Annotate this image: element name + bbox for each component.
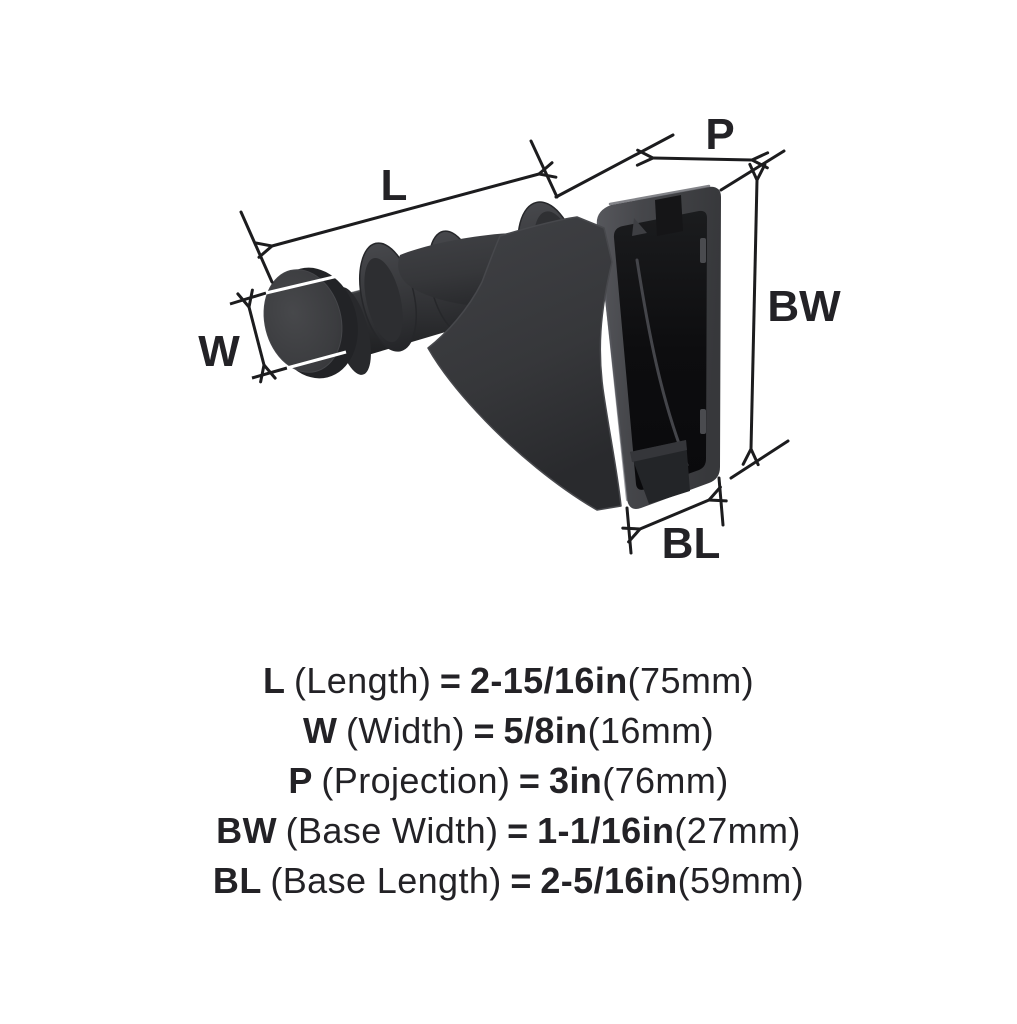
cavity-mounting-boss-top [630, 440, 687, 462]
spec-metric: (16mm) [587, 710, 714, 751]
spec-metric: (76mm) [602, 760, 729, 801]
base-length-tick-right [717, 476, 725, 527]
hook-arm [427, 216, 622, 511]
spec-name: (Length) [293, 660, 432, 701]
dimension-labels: L W P BW BL [198, 110, 841, 568]
spec-name: (Width) [346, 710, 465, 751]
projection-label: P [705, 110, 734, 159]
spec-inches: 1-1/16in [537, 810, 675, 851]
product-illustration [263, 184, 721, 511]
length-dimension-arrow [272, 174, 539, 246]
width-tick-top-black [229, 291, 267, 306]
length-tick-right [529, 139, 559, 199]
spec-symbol: P [288, 760, 313, 801]
spec-row-width: W(Width)=5/8in(16mm) [0, 706, 1017, 756]
spec-symbol: BL [212, 860, 262, 901]
cavity-clip-bar-bottom [700, 409, 706, 434]
spec-row-projection: P(Projection)=3in(76mm) [0, 756, 1017, 806]
length-label: L [381, 161, 408, 210]
base-width-dimension-arrow [751, 180, 757, 449]
dimension-annotations [229, 133, 790, 555]
base-length-tick-left [625, 506, 633, 555]
spec-name: (Base Width) [285, 810, 499, 851]
base-length-label: BL [662, 519, 721, 568]
projection-dimension-arrow [653, 158, 752, 160]
projection-extension-left [554, 133, 675, 199]
base-length-dimension-arrow [640, 500, 709, 529]
hook-base-cavity [613, 210, 707, 490]
spec-metric: (59mm) [677, 860, 805, 901]
spec-equals: = [473, 710, 495, 751]
dimension-diagram: L W P BW BL [198, 110, 841, 568]
spec-metric: (27mm) [674, 810, 801, 851]
width-label: W [198, 327, 240, 376]
cavity-triangle-clip [632, 218, 647, 236]
spec-inches: 2-5/16in [540, 860, 678, 901]
spec-equals: = [510, 860, 532, 901]
spec-equals: = [439, 660, 462, 701]
base-width-label: BW [767, 282, 841, 331]
spec-inches: 2-15/16in [469, 660, 628, 701]
width-dimension-arrow [249, 307, 264, 365]
cavity-clip-bar-top [700, 238, 706, 263]
spec-symbol: L [262, 660, 286, 701]
width-tick-bottom-white [286, 350, 347, 370]
width-tick-top-white [265, 274, 339, 295]
spec-name: (Projection) [321, 760, 511, 801]
spec-row-base-width: BW(Base Width)=1-1/16in(27mm) [0, 806, 1017, 856]
spec-symbol: BW [216, 810, 277, 851]
spec-equals: = [518, 760, 541, 801]
spec-row-base-length: BL(Base Length)=2-5/16in(59mm) [0, 856, 1017, 906]
spec-row-length: L(Length)=2-15/16in(75mm) [0, 656, 1017, 706]
spec-equals: = [507, 810, 529, 851]
spec-name: (Base Length) [270, 860, 502, 901]
spec-metric: (75mm) [627, 660, 755, 701]
width-tick-bottom-black [251, 366, 288, 380]
spec-inches: 3in [548, 760, 603, 801]
cavity-top-notch [655, 195, 683, 236]
dimension-spec-list: L(Length)=2-15/16in(75mm) W(Width)=5/8in… [0, 656, 1017, 906]
spec-inches: 5/8in [503, 710, 588, 751]
stem-ring-collar-inner [364, 258, 403, 343]
spec-symbol: W [303, 710, 338, 751]
length-tick-left [239, 210, 274, 284]
base-width-extension-bottom [729, 439, 790, 480]
cavity-spring-wire [635, 258, 689, 467]
base-top-bevel-highlight [608, 184, 711, 206]
